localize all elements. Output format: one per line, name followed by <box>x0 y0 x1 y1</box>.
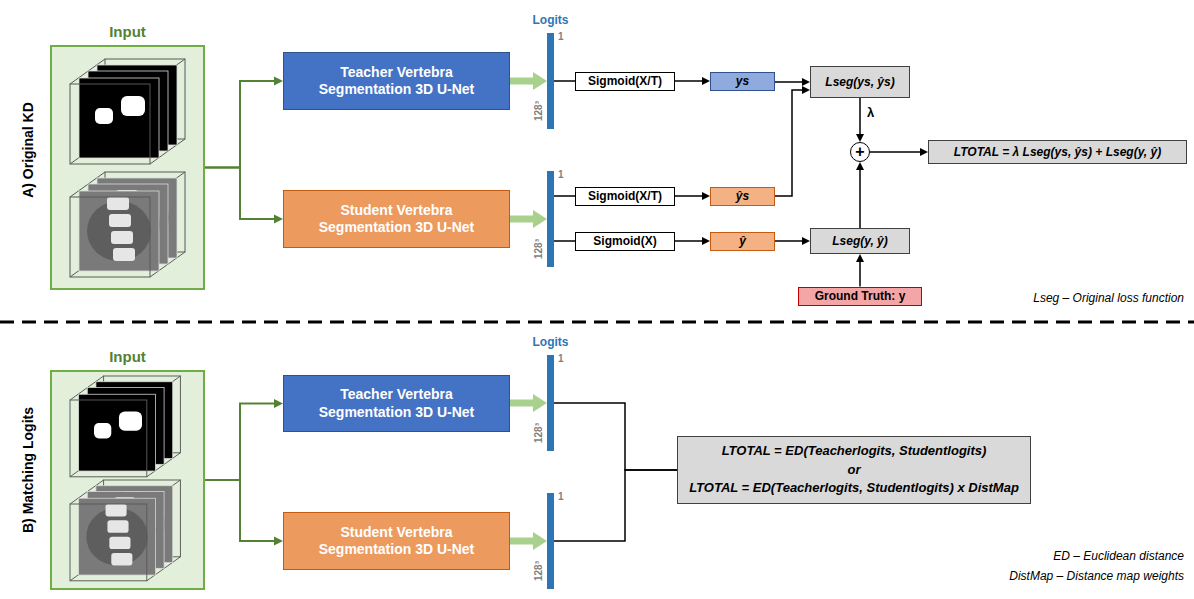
ground-truth-box: Ground Truth: y <box>798 287 922 306</box>
ct-volume <box>70 172 185 277</box>
student-output-box: ŷs <box>710 187 775 206</box>
node-label: LTOTAL = ED(Teacherlogits, Studentlogits… <box>689 479 1019 498</box>
node-label: Student Vertebra Segmentation 3D U-Net <box>297 202 497 237</box>
separator-line <box>0 321 1194 324</box>
node-label: Sigmoid(X/T) <box>588 74 662 88</box>
node-label: ŷ <box>739 234 746 248</box>
logits-bar: Logits1128³ <box>547 33 554 129</box>
connector <box>775 90 802 196</box>
input-panel: Input <box>50 370 205 590</box>
connector <box>775 240 802 242</box>
logits-bar: 1128³ <box>547 493 554 589</box>
connector <box>510 400 533 407</box>
node-label: Sigmoid(X/T) <box>588 189 662 203</box>
node-label: Lseg(y, ŷ) <box>832 234 888 248</box>
note-text: ED – Euclidean distance <box>1053 549 1184 563</box>
node-label: ŷs <box>736 189 749 203</box>
connector <box>510 538 533 545</box>
logits-bar: 1128³ <box>547 171 554 267</box>
edge-label: λ <box>865 105 876 120</box>
loss-box: Lseg(ys, ŷs) <box>810 66 910 98</box>
node-label: Sigmoid(X) <box>593 234 656 248</box>
node-label: Ground Truth: y <box>815 289 906 303</box>
dimension-label: 128³ <box>533 423 544 443</box>
sigmoid-box: Sigmoid(X/T) <box>575 187 675 206</box>
node-label: or <box>848 461 861 480</box>
connector <box>554 240 575 242</box>
teacher-network-box: Teacher Vertebra Segmentation 3D U-Net <box>283 375 510 432</box>
connector <box>205 480 274 541</box>
teacher-network-box: Teacher Vertebra Segmentation 3D U-Net <box>283 52 510 110</box>
connector <box>510 216 533 223</box>
dimension-label: 1 <box>558 31 564 42</box>
ct-volume-illustration <box>52 372 203 588</box>
mask-volume <box>70 376 180 477</box>
connector <box>554 470 677 541</box>
node-label: Lseg(ys, ŷs) <box>825 75 894 89</box>
dimension-label: 1 <box>558 491 564 502</box>
logits-bar: Logits1128³ <box>547 355 554 451</box>
sum-circle: + <box>850 142 870 162</box>
ct-volume-illustration <box>52 47 203 288</box>
section-label: B) Matching Logits <box>20 407 36 533</box>
node-label: Student Vertebra Segmentation 3D U-Net <box>297 524 497 559</box>
connector <box>554 195 575 197</box>
connector <box>675 195 702 197</box>
sigmoid-box: Sigmoid(X/T) <box>575 72 675 91</box>
connector <box>510 78 533 85</box>
dimension-label: 1 <box>558 169 564 180</box>
panel-heading: Input <box>52 348 203 365</box>
logits-label: Logits <box>533 13 569 27</box>
connector <box>859 170 861 228</box>
node-label: Teacher Vertebra Segmentation 3D U-Net <box>297 64 497 99</box>
student-network-box: Student Vertebra Segmentation 3D U-Net <box>283 512 510 570</box>
dimension-label: 128³ <box>533 561 544 581</box>
dimension-label: 1 <box>558 353 564 364</box>
connector <box>675 240 702 242</box>
ct-volume <box>70 480 180 581</box>
dimension-label: 128³ <box>533 101 544 121</box>
node-label: LTOTAL = λ Lseg(ys, ŷs) + Lseg(y, ŷ) <box>954 145 1161 159</box>
note-text: DistMap – Distance map weights <box>1009 569 1184 583</box>
loss-box: Lseg(y, ŷ) <box>810 228 910 254</box>
note-text: Lseg – Original loss function <box>1033 291 1184 305</box>
node-label: LTOTAL = ED(Teacherlogits, Studentlogits… <box>722 442 987 461</box>
panel-heading: Input <box>52 23 203 40</box>
student-output-box: ŷ <box>710 232 775 251</box>
section-label: A) Original KD <box>20 102 36 198</box>
loss-box: LTOTAL = ED(Teacherlogits, Studentlogits… <box>677 436 1031 504</box>
node-label: + <box>855 144 864 160</box>
student-network-box: Student Vertebra Segmentation 3D U-Net <box>283 190 510 248</box>
node-label: ys <box>736 74 749 88</box>
mask-volume <box>70 59 185 164</box>
connector <box>675 80 702 82</box>
connector <box>859 262 861 287</box>
connector <box>205 81 274 168</box>
connector <box>554 80 575 82</box>
connector <box>775 81 802 83</box>
teacher-output-box: ys <box>710 72 775 91</box>
connector <box>205 404 274 481</box>
connector <box>205 168 274 220</box>
loss-box: LTOTAL = λ Lseg(ys, ŷs) + Lseg(y, ŷ) <box>928 140 1187 164</box>
node-label: Teacher Vertebra Segmentation 3D U-Net <box>297 386 497 421</box>
connector <box>859 98 861 134</box>
connector <box>870 151 920 153</box>
sigmoid-box: Sigmoid(X) <box>575 232 675 251</box>
dimension-label: 128³ <box>533 239 544 259</box>
logits-label: Logits <box>533 335 569 349</box>
connector <box>554 403 677 470</box>
input-panel: Input <box>50 45 205 290</box>
